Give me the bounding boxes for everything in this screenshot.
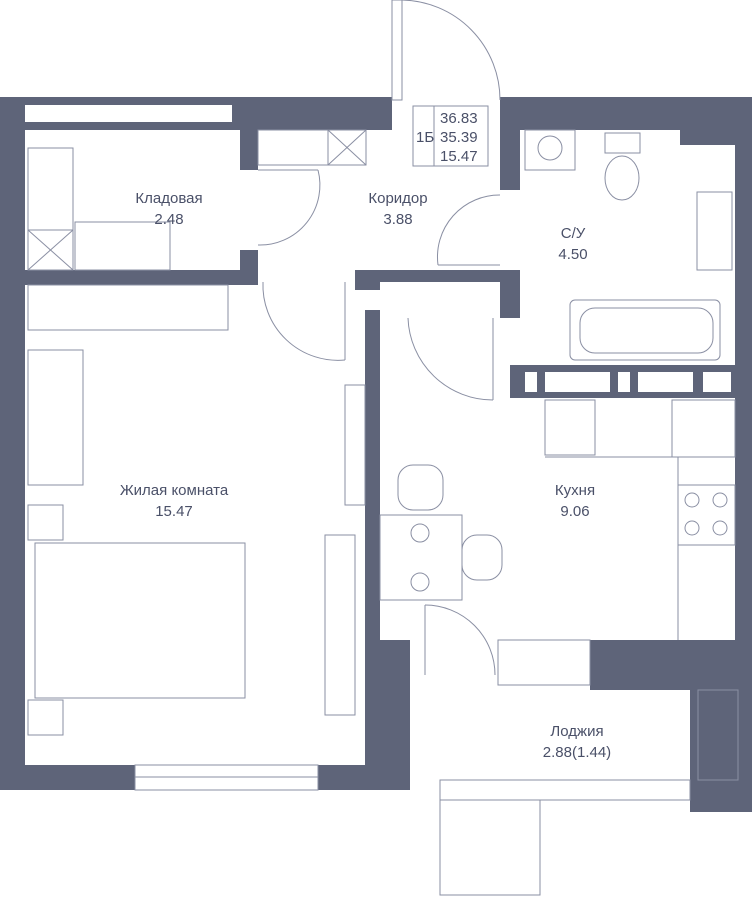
living-total: 35.39 xyxy=(440,129,478,146)
apartment-code: 1Б xyxy=(416,129,434,146)
room-name-living: Жилая комната xyxy=(120,482,229,499)
window-top xyxy=(25,105,232,122)
room-area-bathroom: 4.50 xyxy=(558,246,587,263)
room-area-living: 15.47 xyxy=(155,503,193,520)
room-name-storage: Кладовая xyxy=(135,190,202,207)
room-area-storage: 2.48 xyxy=(154,211,183,228)
room-area-loggia: 2.88(1.44) xyxy=(543,744,611,761)
bathroom-vents xyxy=(525,372,731,392)
furniture xyxy=(27,129,739,781)
room-name-loggia: Лоджия xyxy=(550,723,603,740)
apartment-info-box: 1Б 36.83 35.39 15.47 xyxy=(412,105,489,167)
total-area: 36.83 xyxy=(440,110,478,127)
room-labels: Кладовая 2.48 Коридор 3.88 С/У 4.50 Жила… xyxy=(120,190,611,761)
windows xyxy=(134,764,691,896)
walls xyxy=(0,97,752,812)
living-area: 15.47 xyxy=(440,148,478,165)
room-name-corridor: Коридор xyxy=(368,190,427,207)
room-area-kitchen: 9.06 xyxy=(560,503,589,520)
room-name-bathroom: С/У xyxy=(561,225,586,242)
doors[interactable] xyxy=(257,0,501,676)
room-area-corridor: 3.88 xyxy=(383,211,412,228)
room-name-kitchen: Кухня xyxy=(555,482,595,499)
